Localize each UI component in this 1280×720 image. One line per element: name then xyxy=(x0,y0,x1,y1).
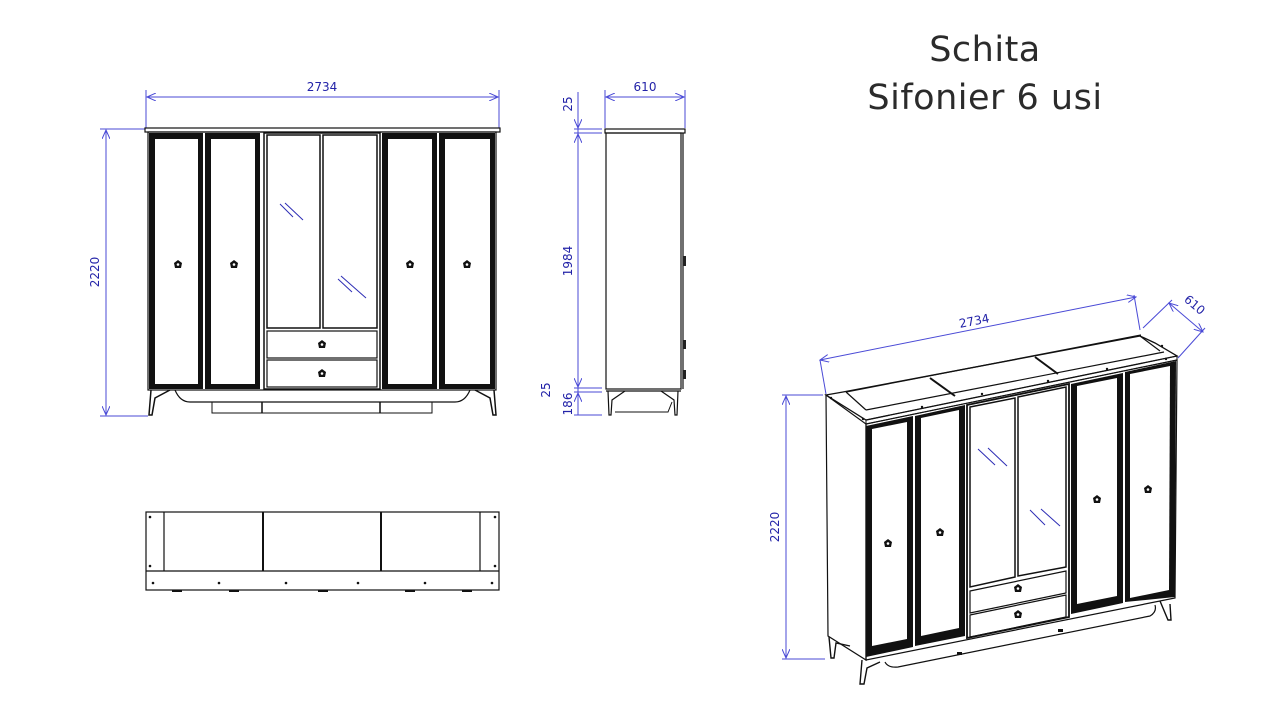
title-line-1: Schita xyxy=(929,30,1041,70)
front-view: 2734 2220 xyxy=(88,80,501,417)
iso-width-label: 2734 xyxy=(958,311,991,331)
knob-icon xyxy=(1014,610,1022,618)
side-depth-label: 610 xyxy=(634,80,657,94)
knob-icon xyxy=(1014,584,1022,592)
iso-width-dimension: 2734 xyxy=(820,295,1141,395)
side-top-label: 25 xyxy=(561,96,575,111)
side-legs-label: 186 xyxy=(561,393,575,416)
iso-height-label: 2220 xyxy=(768,512,782,543)
iso-depth-dimension: 610 xyxy=(1142,292,1208,359)
drawing-title: Schita Sifonier 6 usi xyxy=(840,26,1130,122)
side-height-dimensions: 25 1984 25 186 xyxy=(539,92,602,416)
front-width-dimension: 2734 xyxy=(145,80,500,128)
title-line-2: Sifonier 6 usi xyxy=(867,78,1103,118)
knob-icon xyxy=(318,369,326,377)
side-body-label: 1984 xyxy=(561,246,575,277)
iso-depth-label: 610 xyxy=(1181,292,1208,317)
iso-view: 2734 610 2220 xyxy=(768,292,1208,685)
side-plinth-label: 25 xyxy=(539,382,553,397)
front-height-label: 2220 xyxy=(88,257,102,288)
front-width-label: 2734 xyxy=(307,80,338,94)
side-depth-dimension: 610 xyxy=(604,80,686,128)
knob-icon xyxy=(318,340,326,348)
iso-height-dimension: 2220 xyxy=(768,394,825,660)
top-view xyxy=(145,511,500,592)
side-view: 610 25 1984 25 186 xyxy=(539,80,686,416)
front-height-dimension: 2220 xyxy=(88,128,148,417)
